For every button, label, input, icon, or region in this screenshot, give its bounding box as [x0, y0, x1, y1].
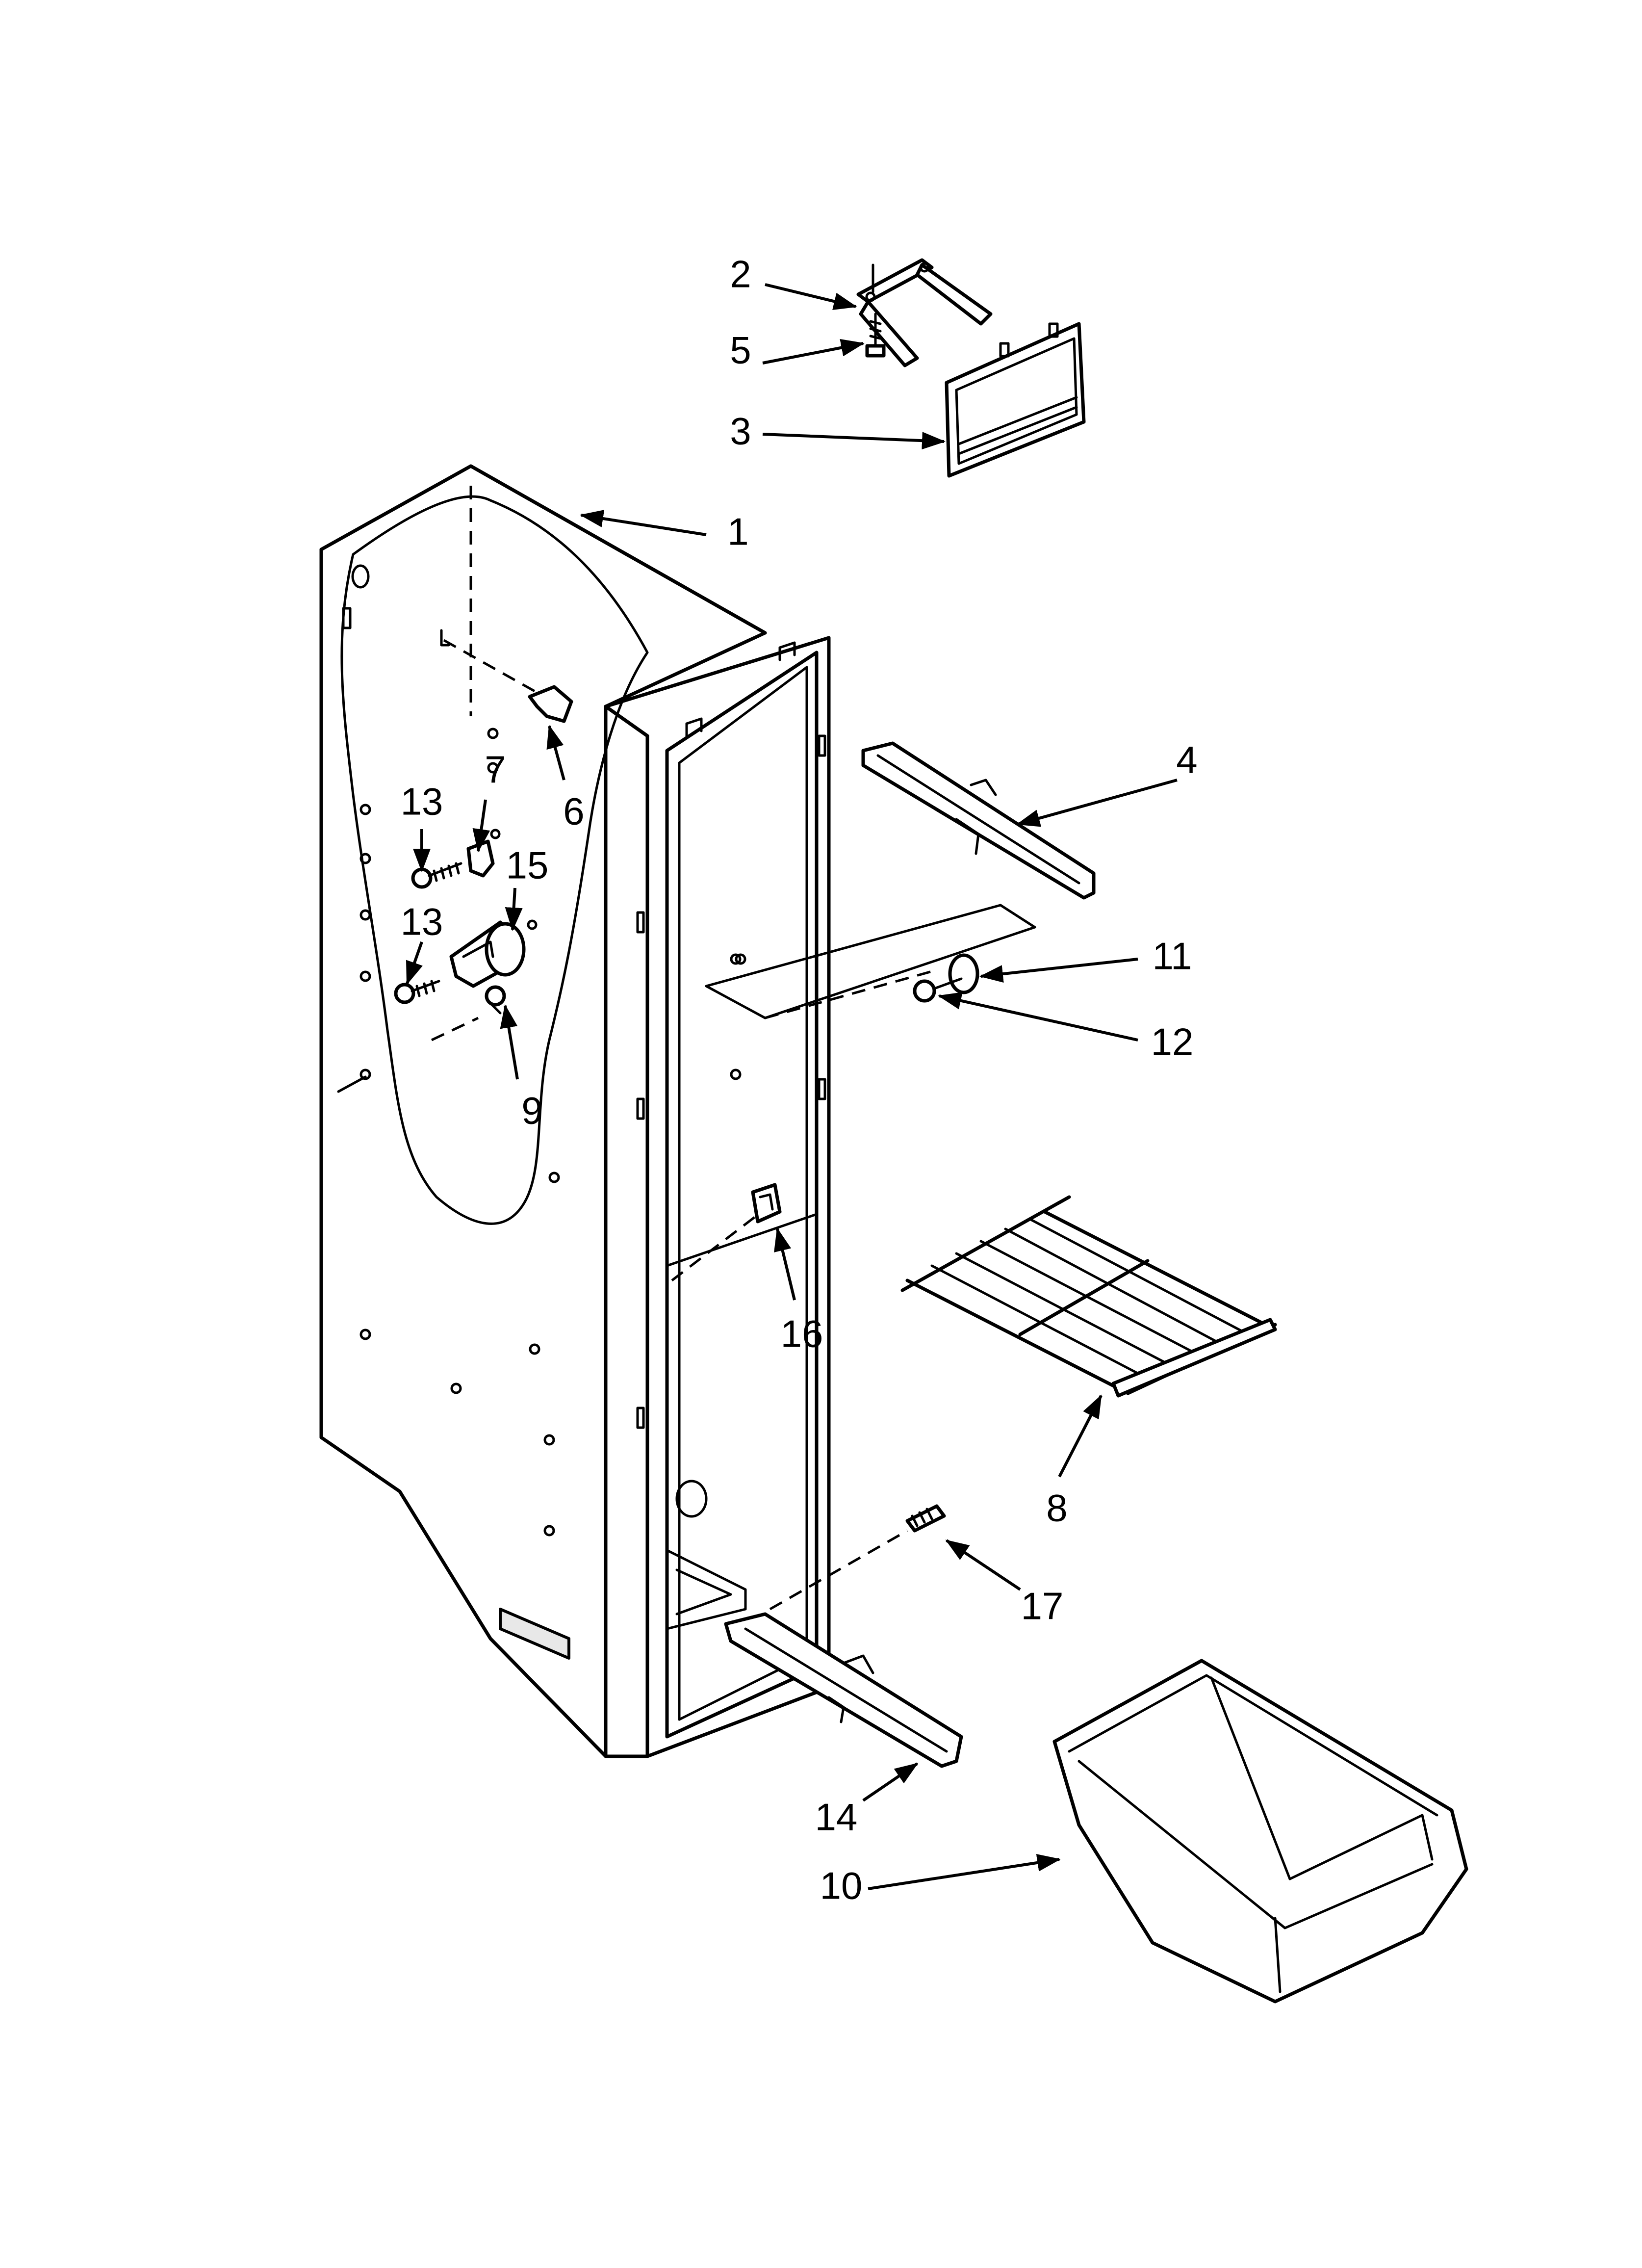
- part-8-wire-shelf: [900, 1195, 1277, 1398]
- part-11-12-assembly: [705, 904, 1036, 1019]
- callout-15: 15: [506, 844, 549, 887]
- part-5-screw: [865, 313, 886, 358]
- callout-4: 4: [1176, 738, 1197, 782]
- callout-7: 7: [485, 748, 506, 791]
- callout-8: 8: [1046, 1486, 1067, 1530]
- callout-14: 14: [815, 1796, 858, 1839]
- callout-arrows: [406, 283, 1178, 1890]
- part-15-housing: [449, 919, 538, 988]
- callout-13b: 13: [401, 900, 443, 943]
- part-3-panel: [945, 322, 1086, 478]
- callout-9: 9: [521, 1089, 542, 1132]
- callout-5: 5: [730, 329, 751, 372]
- callout-17: 17: [1021, 1585, 1064, 1628]
- part-4-rail: [861, 741, 1096, 900]
- part-6-clip: [440, 629, 573, 723]
- part-13-screw-lower: [394, 980, 440, 1004]
- freezer-liner: [319, 464, 831, 1758]
- callout-12: 12: [1151, 1020, 1194, 1064]
- callout-1: 1: [727, 510, 748, 553]
- callout-13a: 13: [401, 780, 443, 823]
- callout-10: 10: [820, 1864, 863, 1907]
- part-14-rail: [724, 1612, 963, 1768]
- callout-16: 16: [781, 1312, 823, 1356]
- callout-6: 6: [563, 790, 584, 833]
- callout-11: 11: [1153, 935, 1192, 978]
- callout-labels: 1 2 3 4 5 6 7 8 9 10 11 12 13 13 14 15 1…: [401, 253, 1198, 1907]
- part-16-switch: [671, 1183, 782, 1281]
- callout-3: 3: [730, 410, 751, 453]
- part-9-fastener: [431, 985, 506, 1042]
- part-10-bin: [1052, 1659, 1468, 2004]
- part-17-screw: [769, 1504, 946, 1611]
- callout-2: 2: [730, 253, 751, 296]
